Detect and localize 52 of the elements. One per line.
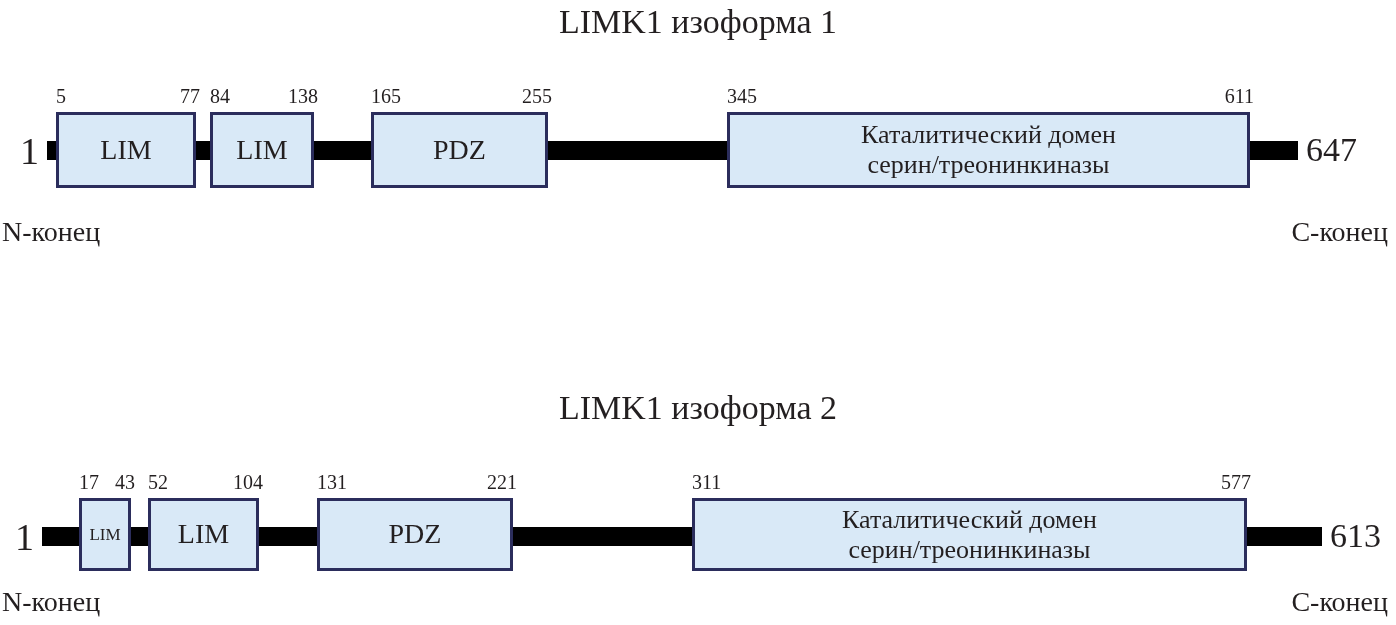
residue-number: 255 <box>522 86 552 106</box>
protein-backbone-segment <box>47 141 56 160</box>
protein-backbone-segment <box>513 527 692 546</box>
domain-label: Каталитический домен серин/треонинкиназы <box>841 504 1098 565</box>
residue-number: 613 <box>1330 518 1381 553</box>
residue-number: 311 <box>692 472 722 492</box>
protein-backbone-segment <box>131 527 148 546</box>
residue-number: 221 <box>487 472 517 492</box>
residue-number: 52 <box>148 472 168 492</box>
domain-label: LIM <box>177 518 230 551</box>
domain-label: LIM <box>89 524 121 545</box>
residue-number: 43 <box>115 472 135 492</box>
protein-backbone-segment <box>314 141 371 160</box>
residue-number: 1 <box>20 131 39 170</box>
domain-box <box>692 498 1247 571</box>
domain-box <box>371 112 548 188</box>
domain-box <box>727 112 1250 188</box>
protein-backbone-segment <box>259 527 317 546</box>
terminus-label: N-конец <box>2 218 101 246</box>
panel-title: LIMK1 изоформа 2 <box>558 391 838 425</box>
protein-backbone-segment <box>1247 527 1322 546</box>
protein-backbone-segment <box>548 141 727 160</box>
residue-number: 345 <box>727 86 757 106</box>
panel-title: LIMK1 изоформа 1 <box>558 5 838 39</box>
residue-number: 138 <box>288 86 318 106</box>
domain-box <box>317 498 513 571</box>
domain-label: Каталитический домен серин/треонинкиназы <box>860 120 1117 180</box>
domain-label: PDZ <box>433 133 486 167</box>
domain-label: LIM <box>100 133 152 167</box>
domain-box <box>56 112 196 188</box>
residue-number: 577 <box>1221 472 1251 492</box>
protein-backbone-segment <box>42 527 79 546</box>
residue-number: 17 <box>79 472 99 492</box>
residue-number: 611 <box>1224 86 1254 106</box>
residue-number: 5 <box>56 86 66 106</box>
domain-box <box>79 498 131 571</box>
residue-number: 1 <box>15 517 34 556</box>
residue-number: 647 <box>1306 132 1357 167</box>
domain-label: LIM <box>236 133 288 167</box>
domain-box <box>210 112 314 188</box>
residue-number: 131 <box>317 472 347 492</box>
protein-backbone-segment <box>1250 141 1298 160</box>
residue-number: 165 <box>371 86 401 106</box>
protein-backbone-segment <box>196 141 210 160</box>
residue-number: 84 <box>210 86 230 106</box>
terminus-label: C-конец <box>1291 588 1388 616</box>
residue-number: 104 <box>233 472 263 492</box>
terminus-label: N-конец <box>2 588 101 616</box>
residue-number: 77 <box>180 86 200 106</box>
domain-label: PDZ <box>388 518 442 551</box>
terminus-label: C-конец <box>1291 218 1388 246</box>
domain-box <box>148 498 259 571</box>
